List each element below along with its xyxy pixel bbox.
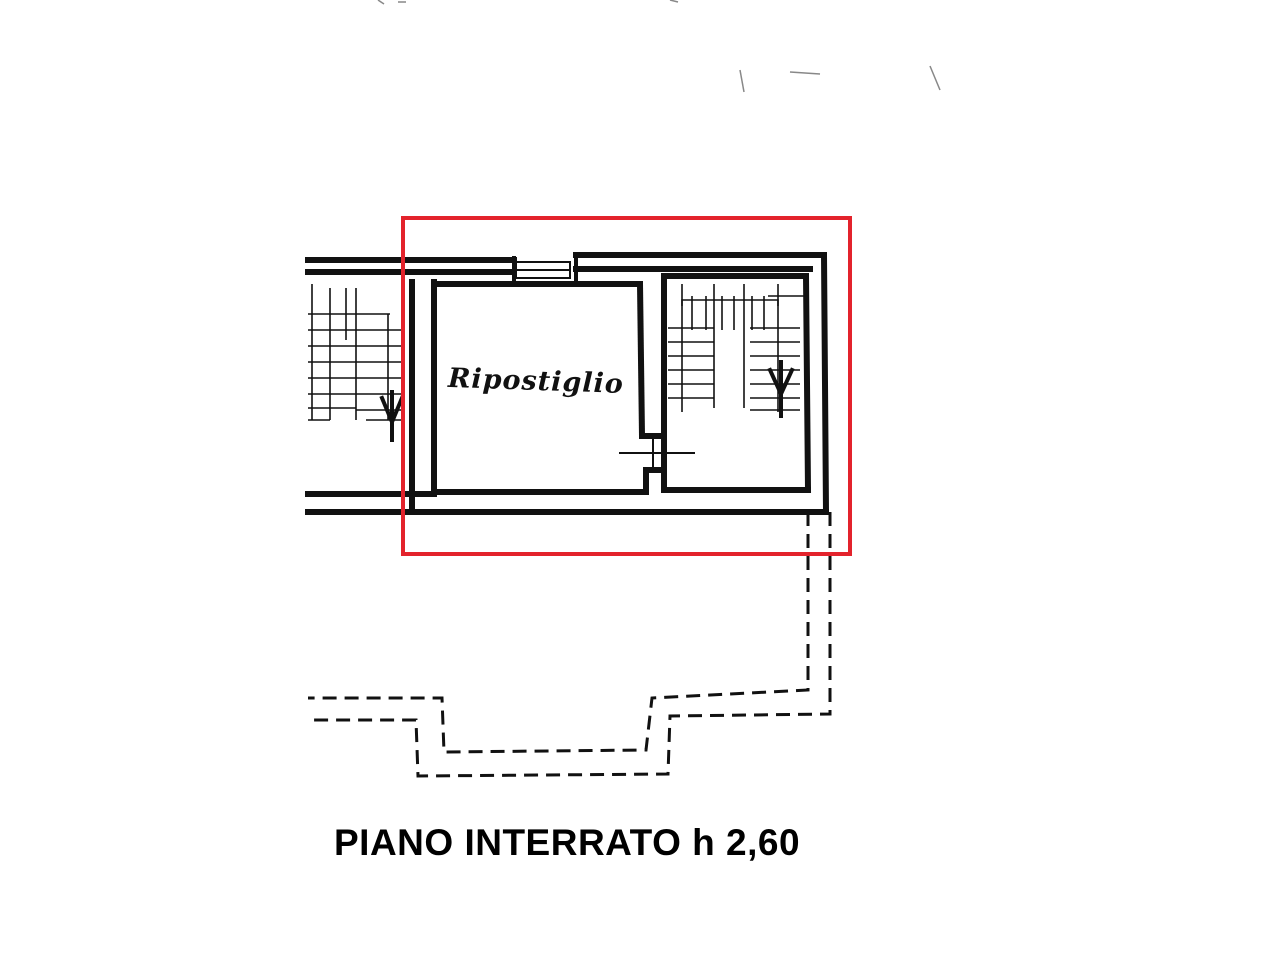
outer-walls <box>305 251 830 516</box>
window-opening <box>512 254 578 284</box>
plan-title: PIANO INTERRATO h 2,60 <box>334 822 801 863</box>
down-arrow-icon <box>767 360 795 418</box>
scan-residue <box>377 0 941 93</box>
highlight-frame <box>401 216 852 556</box>
room-label: Ripostiglio <box>446 363 624 400</box>
dashed-outline <box>308 512 832 778</box>
down-arrow-icon <box>379 390 405 442</box>
stair-enclosure <box>661 272 812 494</box>
staircase-right <box>668 284 806 412</box>
staircase-left <box>308 284 402 421</box>
storage-room <box>409 279 695 515</box>
